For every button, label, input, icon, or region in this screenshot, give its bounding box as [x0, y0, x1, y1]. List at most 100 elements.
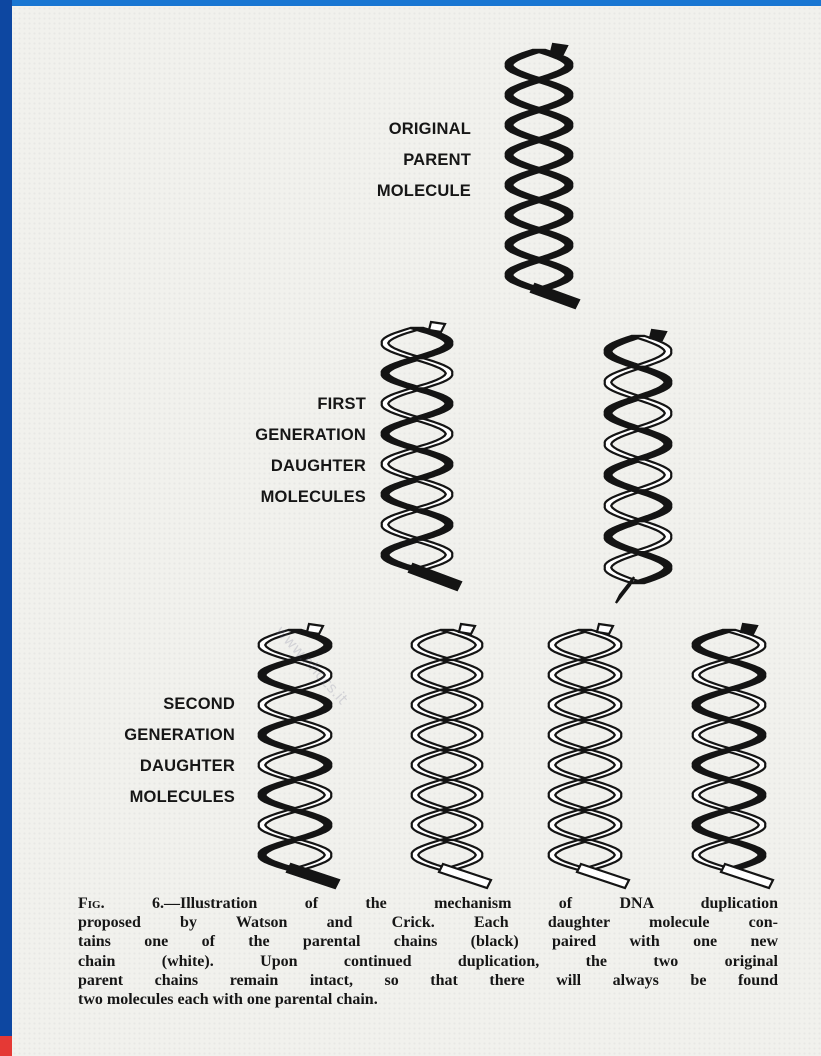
- strand-left-segment: [410, 389, 452, 419]
- strand-right-segment: [693, 630, 736, 660]
- strand-right-segment: [382, 389, 424, 419]
- strand-right-segment: [605, 398, 645, 429]
- caption-fig-label: Fig. 6.: [78, 895, 164, 912]
- strand-left-segment: [532, 50, 572, 80]
- strand-right-segment: [722, 780, 765, 810]
- left-accent-bar: [0, 0, 12, 1056]
- strand-right-segment: [722, 660, 765, 690]
- strand-left-segment: [410, 449, 452, 479]
- strand-left-segment: [382, 479, 424, 509]
- strand-left-segment: [722, 810, 765, 840]
- strand-right-segment: [605, 336, 645, 367]
- strand-right-segment: [382, 510, 424, 540]
- strand-right-segment: [578, 780, 621, 810]
- strand-left-segment: [259, 660, 302, 690]
- strand-left-segment: [440, 630, 482, 660]
- strand-left-segment: [382, 419, 424, 449]
- helix-top-end: [551, 44, 567, 54]
- helix-bottom-end: [409, 564, 461, 590]
- figure-scan: ORIGINAL PARENT MOLECULE FIRST GENERATIO…: [12, 6, 821, 1056]
- strand-left-segment: [440, 810, 482, 840]
- strand-left-segment: [578, 690, 621, 720]
- caption-line: tains one of the parental chains (black)…: [78, 932, 778, 951]
- strand-left-segment: [532, 230, 572, 260]
- strand-left-segment: [722, 690, 765, 720]
- caption-dash: —: [164, 895, 180, 912]
- caption-line: proposed by Watson and Crick. Each daugh…: [78, 913, 778, 932]
- strand-right-segment: [410, 419, 452, 449]
- strand-right-segment: [578, 720, 621, 750]
- strand-right-segment: [605, 521, 645, 552]
- strand-left-segment: [549, 660, 592, 690]
- strand-right-segment: [693, 810, 736, 840]
- strand-right-segment: [631, 367, 671, 398]
- helix-top-end: [429, 322, 445, 332]
- strand-right-segment: [631, 552, 671, 583]
- strand-right-segment: [549, 810, 592, 840]
- strand-left-segment: [693, 660, 736, 690]
- strand-right-segment: [440, 720, 482, 750]
- strand-right-segment: [259, 690, 302, 720]
- strand-left-segment: [288, 750, 331, 780]
- strand-right-segment: [549, 750, 592, 780]
- strand-left-segment: [605, 490, 645, 521]
- strand-left-segment: [440, 750, 482, 780]
- caption-text: Illustration of the mechanism of DNA dup…: [180, 895, 778, 912]
- caption-line: parent chains remain intact, so that the…: [78, 971, 778, 990]
- strand-right-segment: [440, 780, 482, 810]
- strand-left-segment: [605, 429, 645, 460]
- strand-left-segment: [440, 690, 482, 720]
- strand-right-segment: [506, 170, 546, 200]
- strand-left-segment: [722, 750, 765, 780]
- helix-top-end: [459, 624, 475, 634]
- strand-right-segment: [578, 660, 621, 690]
- strand-right-segment: [722, 720, 765, 750]
- strand-right-segment: [631, 490, 671, 521]
- strand-right-segment: [440, 660, 482, 690]
- helix-second-generation-daughter-2: [412, 624, 491, 888]
- strand-left-segment: [578, 630, 621, 660]
- helix-original-parent-molecule: [506, 44, 579, 308]
- strand-left-segment: [631, 398, 671, 429]
- helix-first-generation-daughter-1: [382, 322, 461, 590]
- strand-right-segment: [506, 230, 546, 260]
- strand-left-segment: [288, 810, 331, 840]
- strand-left-segment: [631, 460, 671, 491]
- strand-left-segment: [693, 720, 736, 750]
- strand-left-segment: [578, 810, 621, 840]
- strand-left-segment: [506, 200, 546, 230]
- strand-left-segment: [532, 110, 572, 140]
- strand-left-segment: [578, 750, 621, 780]
- strand-right-segment: [693, 690, 736, 720]
- strand-right-segment: [259, 750, 302, 780]
- strand-right-segment: [410, 358, 452, 388]
- strand-left-segment: [259, 720, 302, 750]
- strand-right-segment: [382, 328, 424, 358]
- helix-top-end: [650, 330, 666, 340]
- strand-right-segment: [288, 720, 331, 750]
- helix-top-end: [597, 624, 613, 634]
- strand-right-segment: [532, 140, 572, 170]
- strand-right-segment: [605, 460, 645, 491]
- strand-left-segment: [410, 328, 452, 358]
- strand-left-segment: [382, 358, 424, 388]
- strand-right-segment: [549, 630, 592, 660]
- caption-line: chain (white). Upon continued duplicatio…: [78, 952, 778, 971]
- strand-right-segment: [412, 630, 454, 660]
- strand-left-segment: [693, 780, 736, 810]
- caption-line-1: Fig. 6.—Illustration of the mechanism of…: [78, 894, 778, 913]
- figure-caption: Fig. 6.—Illustration of the mechanism of…: [78, 894, 778, 1009]
- strand-right-segment: [506, 50, 546, 80]
- left-accent-marker: [0, 1036, 12, 1056]
- strand-right-segment: [412, 750, 454, 780]
- strand-left-segment: [412, 660, 454, 690]
- strand-left-segment: [549, 780, 592, 810]
- helix-second-generation-daughter-4: [693, 624, 773, 888]
- strand-right-segment: [693, 750, 736, 780]
- strand-left-segment: [412, 720, 454, 750]
- strand-left-segment: [506, 80, 546, 110]
- caption-line: two molecules each with one parental cha…: [78, 990, 778, 1009]
- helix-second-generation-daughter-3: [549, 624, 629, 888]
- strand-left-segment: [722, 630, 765, 660]
- helix-top-end: [307, 624, 323, 634]
